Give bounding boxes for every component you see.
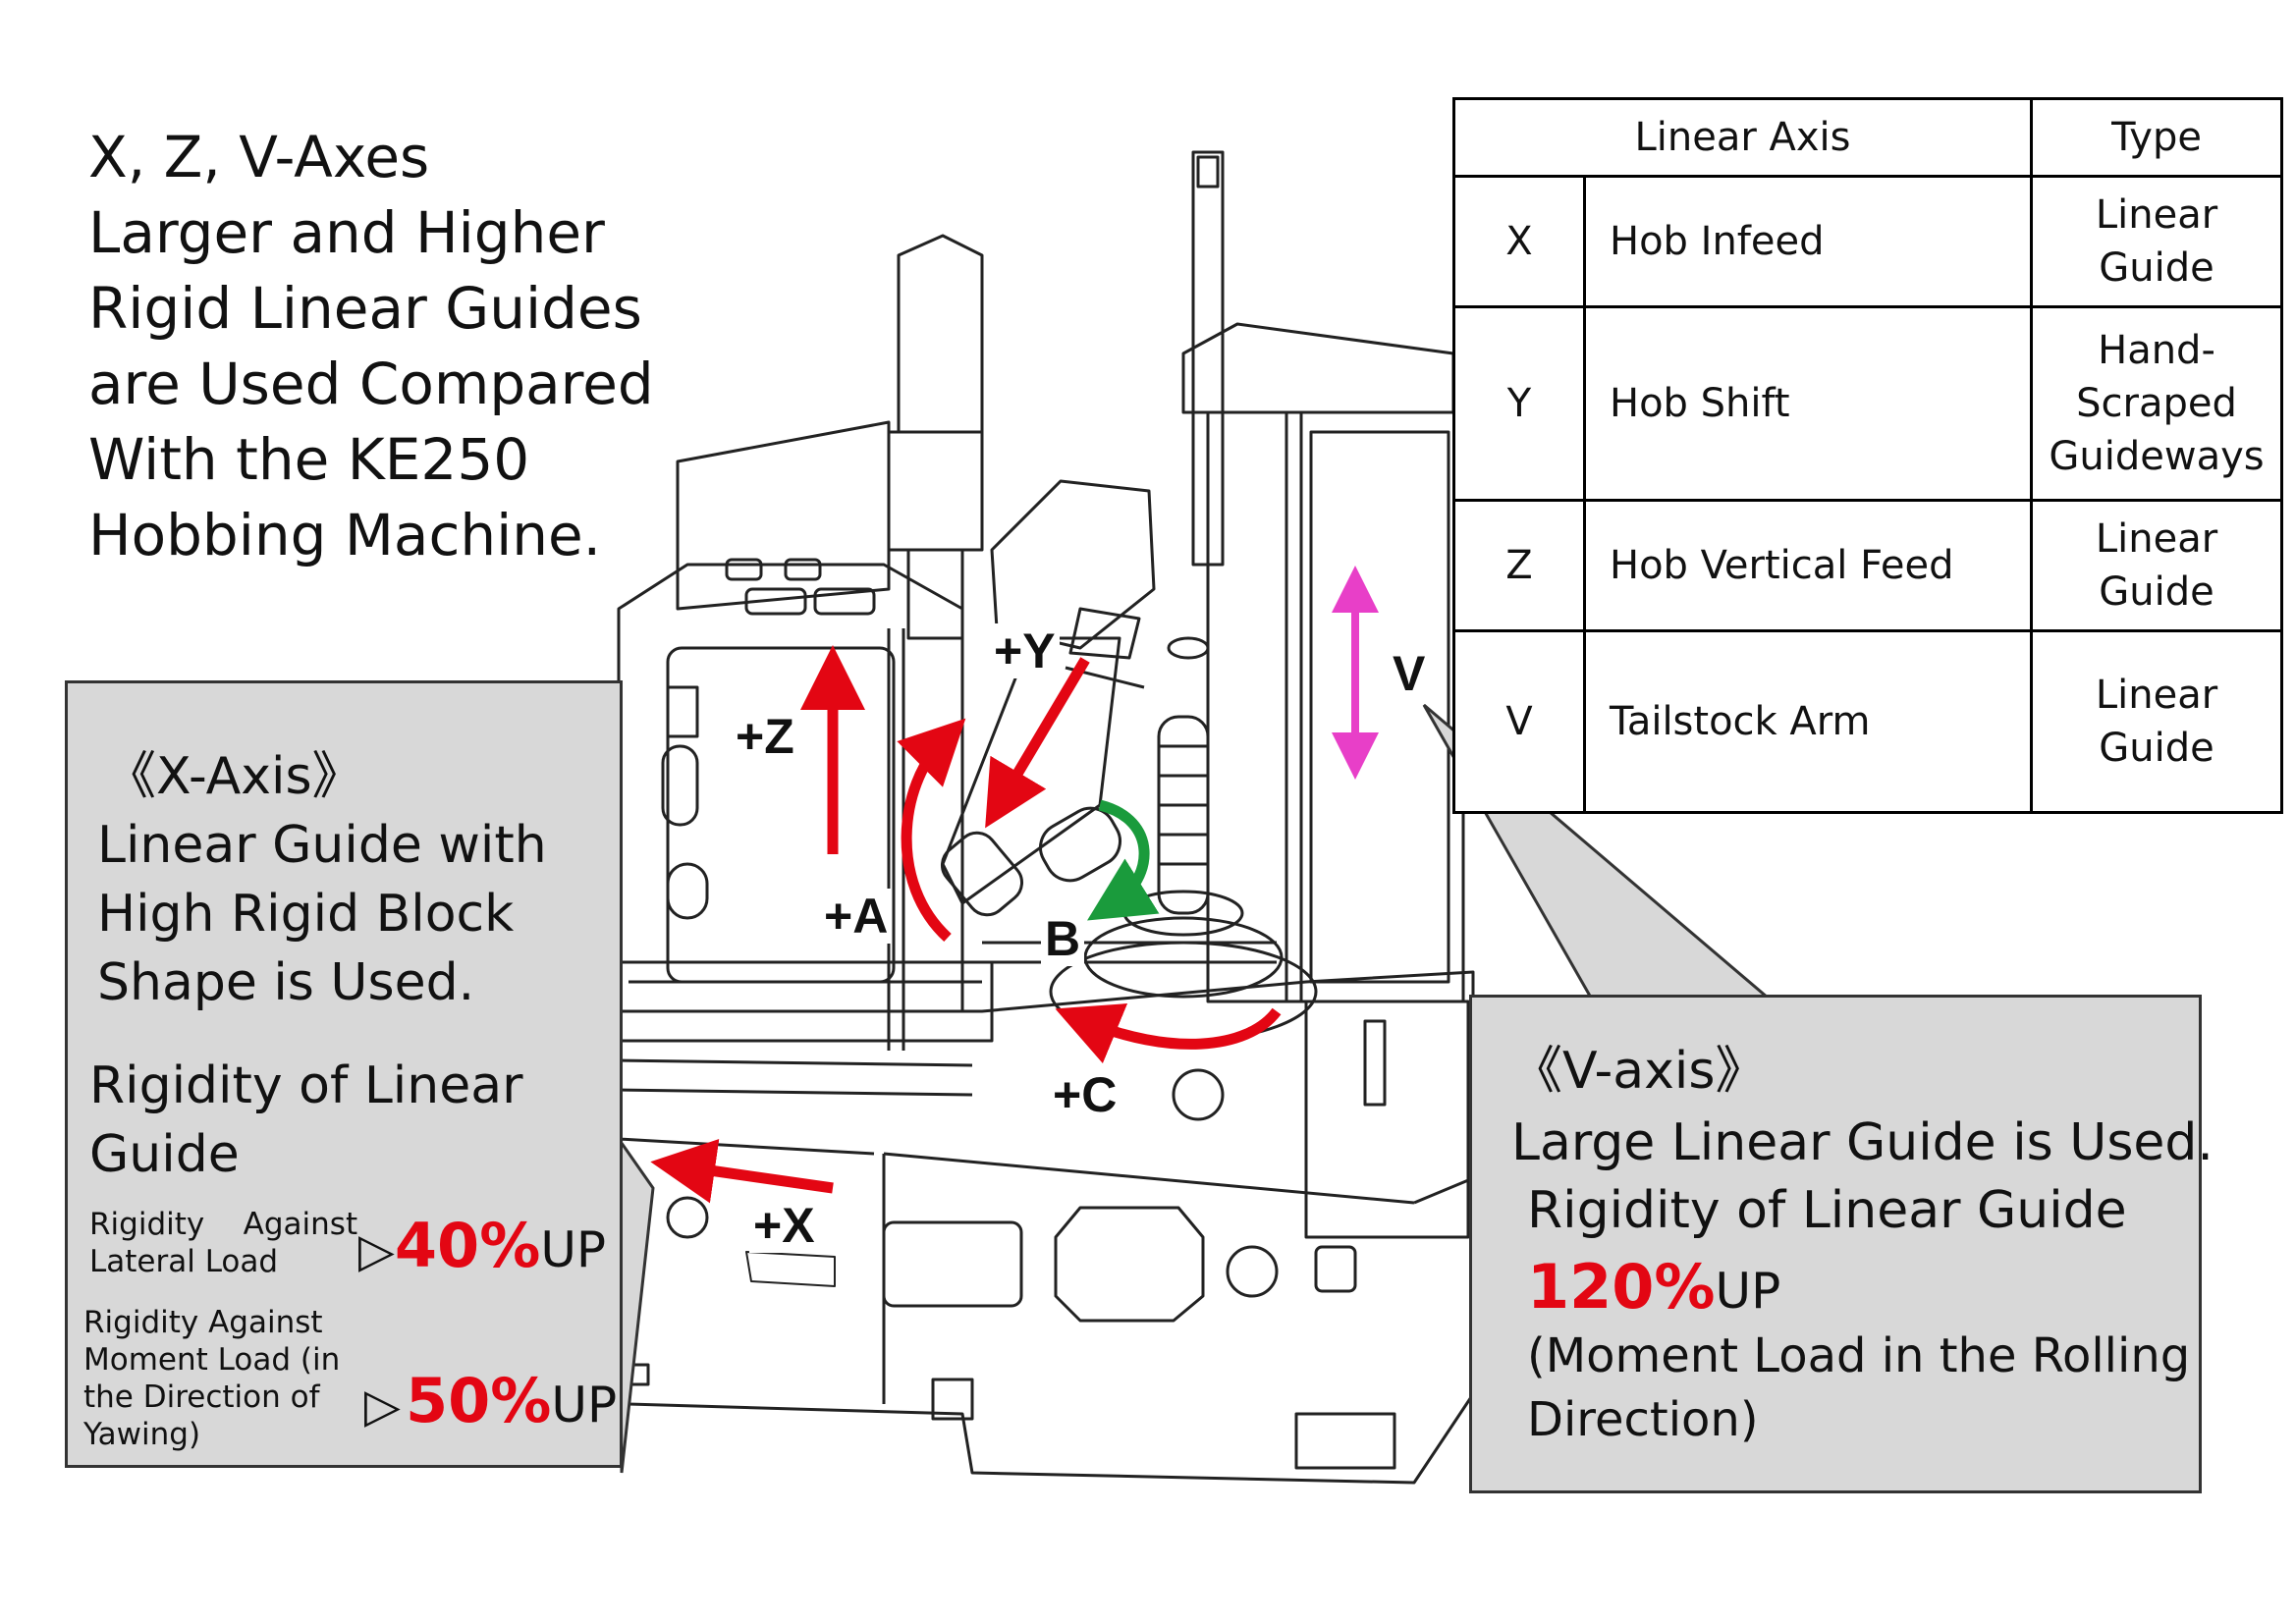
table-header-row: Linear Axis Type [1452,97,2283,178]
axis-type: Hand- Scraped Guideways [2030,305,2283,502]
lateral-load-label: Rigidity Against [89,1207,358,1242]
lateral-load-label: Lateral Load [89,1244,279,1279]
linear-axis-table: Linear Axis Type X Hob Infeed Linear Gui… [1452,97,2283,814]
headline-line: are Used Compared [88,351,654,417]
type-line: Guide [2099,726,2214,771]
headline-line: X, Z, V-Axes [88,124,430,190]
rigidity-title: Guide [89,1125,240,1184]
axis-symbol: Z [1452,499,1586,632]
percent-value: 50% [406,1365,552,1436]
type-line: Linear [2095,192,2218,238]
x-axis-callout: 《X-Axis》 Linear Guide with High Rigid Bl… [65,680,623,1468]
door-window [1054,1206,1205,1323]
moment-load-label: the Direction of [83,1380,320,1415]
table-row: Z Hob Vertical Feed Linear Guide [1452,499,2283,632]
axis-type: Linear Guide [2030,499,2283,632]
triangle-icon: ▷ [364,1379,401,1434]
label-z: +Z [732,709,798,764]
v-axis-callout: 《V-axis》 Large Linear Guide is Used. Rig… [1469,995,2214,1493]
label-c: +C [1049,1067,1121,1122]
headline-line: With the KE250 [88,426,530,493]
type-line: Linear [2095,673,2218,718]
axis-type: Linear Guide [2030,175,2283,308]
table-row: X Hob Infeed Linear Guide [1452,175,2283,308]
percent-value: 40% [394,1210,541,1281]
lateral-load-value: ▷40%UP [358,1210,606,1281]
label-b: B [1041,911,1085,966]
x-callout-desc: Linear Guide with [97,816,547,875]
axis-name: Tailstock Arm [1583,629,2033,814]
label-y: +Y [990,623,1060,678]
label-x: +X [749,1198,819,1253]
axis-symbol: V [1452,629,1586,814]
v-callout-heading: 《V-axis》 [1511,1042,1767,1101]
table-row: Y Hob Shift Hand- Scraped Guideways [1452,305,2283,502]
workpiece [1157,715,1210,915]
headline: X, Z, V-Axes Larger and Higher Rigid Lin… [88,120,678,573]
axis-symbol: Y [1452,305,1586,502]
b-axis-arrow [1087,799,1160,921]
headline-line: Rigid Linear Guides [88,275,642,342]
v-callout-note: (Moment Load in the Rolling [1527,1328,2191,1383]
label-v: V [1389,646,1430,701]
x-callout-desc: High Rigid Block [97,885,515,944]
rigidity-title: Rigidity of Linear [89,1056,523,1115]
v-rigidity-value: 120%UP [1527,1251,1780,1323]
unit: UP [540,1221,607,1278]
headline-line: Hobbing Machine. [88,502,602,568]
type-line: Hand- [2098,328,2215,373]
label-a: +A [820,889,893,944]
x-callout-pointer [617,1134,655,1474]
x-axis-arrow [650,1139,834,1204]
x-callout-heading: 《X-Axis》 [105,747,363,806]
type-line: Guide [2099,245,2214,291]
unit: UP [1715,1263,1781,1320]
moment-load-value: ▷ 50%UP [364,1365,617,1436]
triangle-icon: ▷ [358,1223,395,1278]
c-axis-arrow [1055,1003,1282,1064]
headline-line: Larger and Higher [88,199,605,266]
x-callout-desc: Shape is Used. [97,953,475,1012]
work-table [1083,916,1284,999]
type-line: Guideways [2049,434,2265,479]
moment-load-label: Rigidity Against [83,1305,323,1340]
hob-arbor [941,636,1121,905]
y-axis-arrow [985,657,1090,829]
axis-name: Hob Infeed [1583,175,2033,308]
header-linear-axis: Linear Axis [1452,97,2033,178]
header-type: Type [2030,97,2283,178]
axis-name: Hob Vertical Feed [1583,499,2033,632]
axis-name: Hob Shift [1583,305,2033,502]
percent-value: 120% [1527,1251,1716,1323]
a-axis-arrow [897,718,966,943]
type-line: Linear [2095,516,2218,562]
v-callout-note: Direction) [1527,1392,1759,1447]
axis-type: Linear Guide [2030,629,2283,814]
left-motor-housing [897,234,984,434]
type-line: Guide [2099,569,2214,615]
table-row: V Tailstock Arm Linear Guide [1452,629,2283,814]
v-callout-line: Large Linear Guide is Used. [1511,1113,2214,1172]
machine-base [607,970,1475,1485]
moment-load-label: Moment Load (in [83,1342,341,1378]
unit: UP [551,1377,618,1434]
type-line: Scraped [2076,381,2237,426]
v-callout-line: Rigidity of Linear Guide [1527,1181,2127,1240]
axis-symbol: X [1452,175,1586,308]
moment-load-label: Yawing) [83,1417,201,1452]
